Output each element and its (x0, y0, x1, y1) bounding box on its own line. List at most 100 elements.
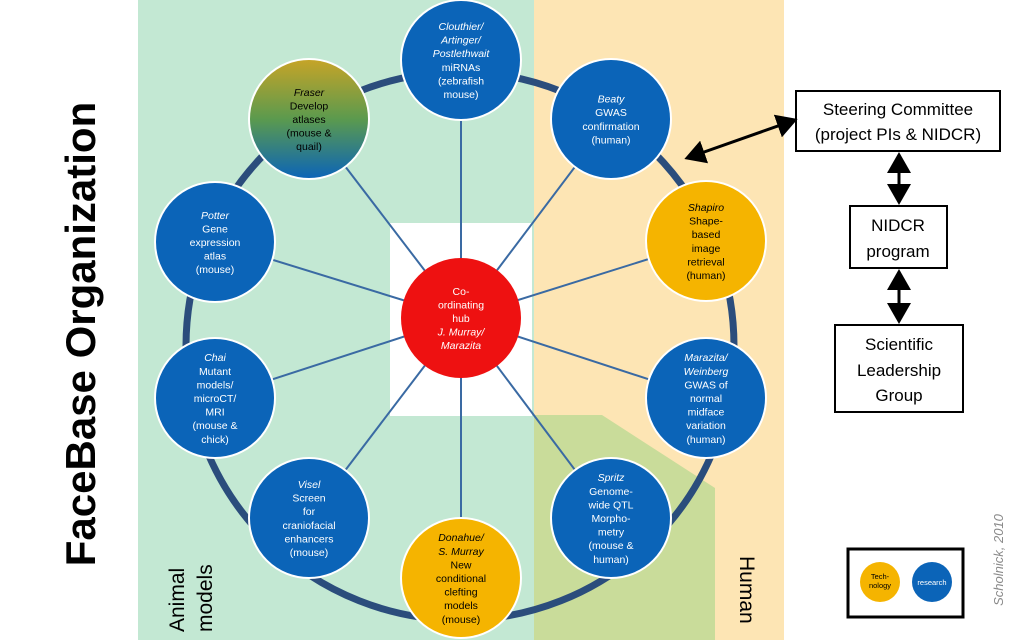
node-text-line: (human) (591, 134, 630, 146)
node-text-line: (zebrafish (438, 75, 484, 87)
node-text-line: Shape- (689, 216, 723, 228)
node-text-line: miRNAs (442, 62, 481, 74)
node-text-line: (mouse) (196, 264, 235, 276)
legend-research-label: research (917, 578, 946, 587)
nidcr-program-box: NIDCR program (849, 205, 948, 269)
node-text-line: normal (690, 393, 722, 405)
node-text-line: Fraser (294, 87, 325, 99)
node-text-line: confirmation (582, 121, 639, 133)
legend-technology-line1: Tech- (871, 572, 890, 581)
node-text-line: Spritz (598, 472, 626, 484)
node-text-line: Beaty (598, 94, 626, 106)
research-nodes: Clouthier/Artinger/Postlethwait miRNAs(ze… (154, 0, 767, 639)
node-text-line: Develop (290, 100, 329, 112)
node-circle-marazita (645, 337, 767, 459)
node-text-line: Artinger/ (440, 35, 482, 47)
node-text-line: chick) (201, 434, 228, 446)
node-circle-shapiro (645, 180, 767, 302)
node-text-line: (mouse) (442, 614, 481, 626)
node-text-line: Potter (201, 210, 230, 222)
node-text-line: New (450, 559, 471, 571)
node-text-line: Clouthier/ (439, 21, 485, 33)
node-circle-fraser (248, 58, 370, 180)
animal-label-line1: Animal (166, 568, 189, 632)
node-text-line: Genome- (589, 486, 633, 498)
legend-research-dot (912, 562, 952, 602)
node-text-line: Postlethwait (433, 48, 491, 60)
node-text-line: GWAS (595, 107, 627, 119)
node-text-line: J. Murray/ (437, 327, 486, 339)
scientific-line1: Scientific (865, 335, 934, 354)
node-text-line: expression (190, 237, 241, 249)
node-text-line: midface (688, 407, 725, 419)
node-text-line: Marazita/ (684, 352, 728, 364)
legend-technology-line2: nology (869, 581, 891, 590)
node-text-line: Chai (204, 352, 226, 364)
node-text-line: microCT/ (194, 393, 237, 405)
node-clouthier: Clouthier/Artinger/Postlethwait miRNAs(ze… (400, 0, 522, 121)
legend-technology-dot (860, 562, 900, 602)
node-text-line: metry (598, 527, 625, 539)
steering-committee-box: Steering Committee (project PIs & NIDCR) (795, 90, 1001, 152)
node-text-line: variation (686, 420, 726, 432)
node-text-line: Visel (298, 479, 321, 491)
node-text-line: MRI (205, 407, 224, 419)
node-text-line: retrieval (687, 256, 724, 268)
node-text-line: Gene (202, 223, 228, 235)
node-text-line: Weinberg (684, 366, 729, 378)
node-text-line: (human) (686, 434, 725, 446)
node-text-line: Screen (292, 493, 325, 505)
node-text-line: enhancers (284, 533, 333, 545)
nidcr-line1: NIDCR (871, 216, 925, 235)
steering-line1: Steering Committee (823, 100, 973, 119)
node-text-line: clefting (444, 587, 477, 599)
node-text-line: mouse) (443, 89, 478, 101)
node-circle-spritz (550, 457, 672, 579)
node-text-line: Shapiro (688, 202, 724, 214)
scientific-line3: Group (875, 386, 922, 405)
node-circle-donahue (400, 517, 522, 639)
node-circle-beaty (550, 58, 672, 180)
node-text-line: GWAS of (684, 379, 727, 391)
node-text-line: (mouse & (193, 420, 238, 432)
node-text-line: (mouse) (290, 547, 329, 559)
node-text-line: for (303, 506, 316, 518)
node-circle-visel (248, 457, 370, 579)
arrow-steering-to-ring (684, 114, 798, 164)
node-text-line: Donahue/ (438, 532, 485, 544)
animal-label-line2: models (194, 564, 217, 632)
scientific-line2: Leadership (857, 361, 941, 380)
node-circle-chai (154, 337, 276, 459)
scientific-leadership-box: Scientific Leadership Group (834, 324, 964, 413)
node-text-line: Marazita (441, 340, 481, 352)
node-text-line: atlas (204, 251, 226, 263)
node-text-line: (mouse & (589, 540, 634, 552)
node-text-line: human) (593, 554, 629, 566)
node-text-line: image (692, 243, 721, 255)
human-label: Human (735, 556, 758, 624)
node-text-line: S. Murray (438, 546, 484, 558)
node-text-line: atlases (292, 114, 325, 126)
node-text-line: models/ (197, 379, 234, 391)
hub-circle (401, 258, 521, 378)
node-text-line: hub (452, 313, 470, 325)
legend: Tech- nology research (846, 547, 965, 619)
